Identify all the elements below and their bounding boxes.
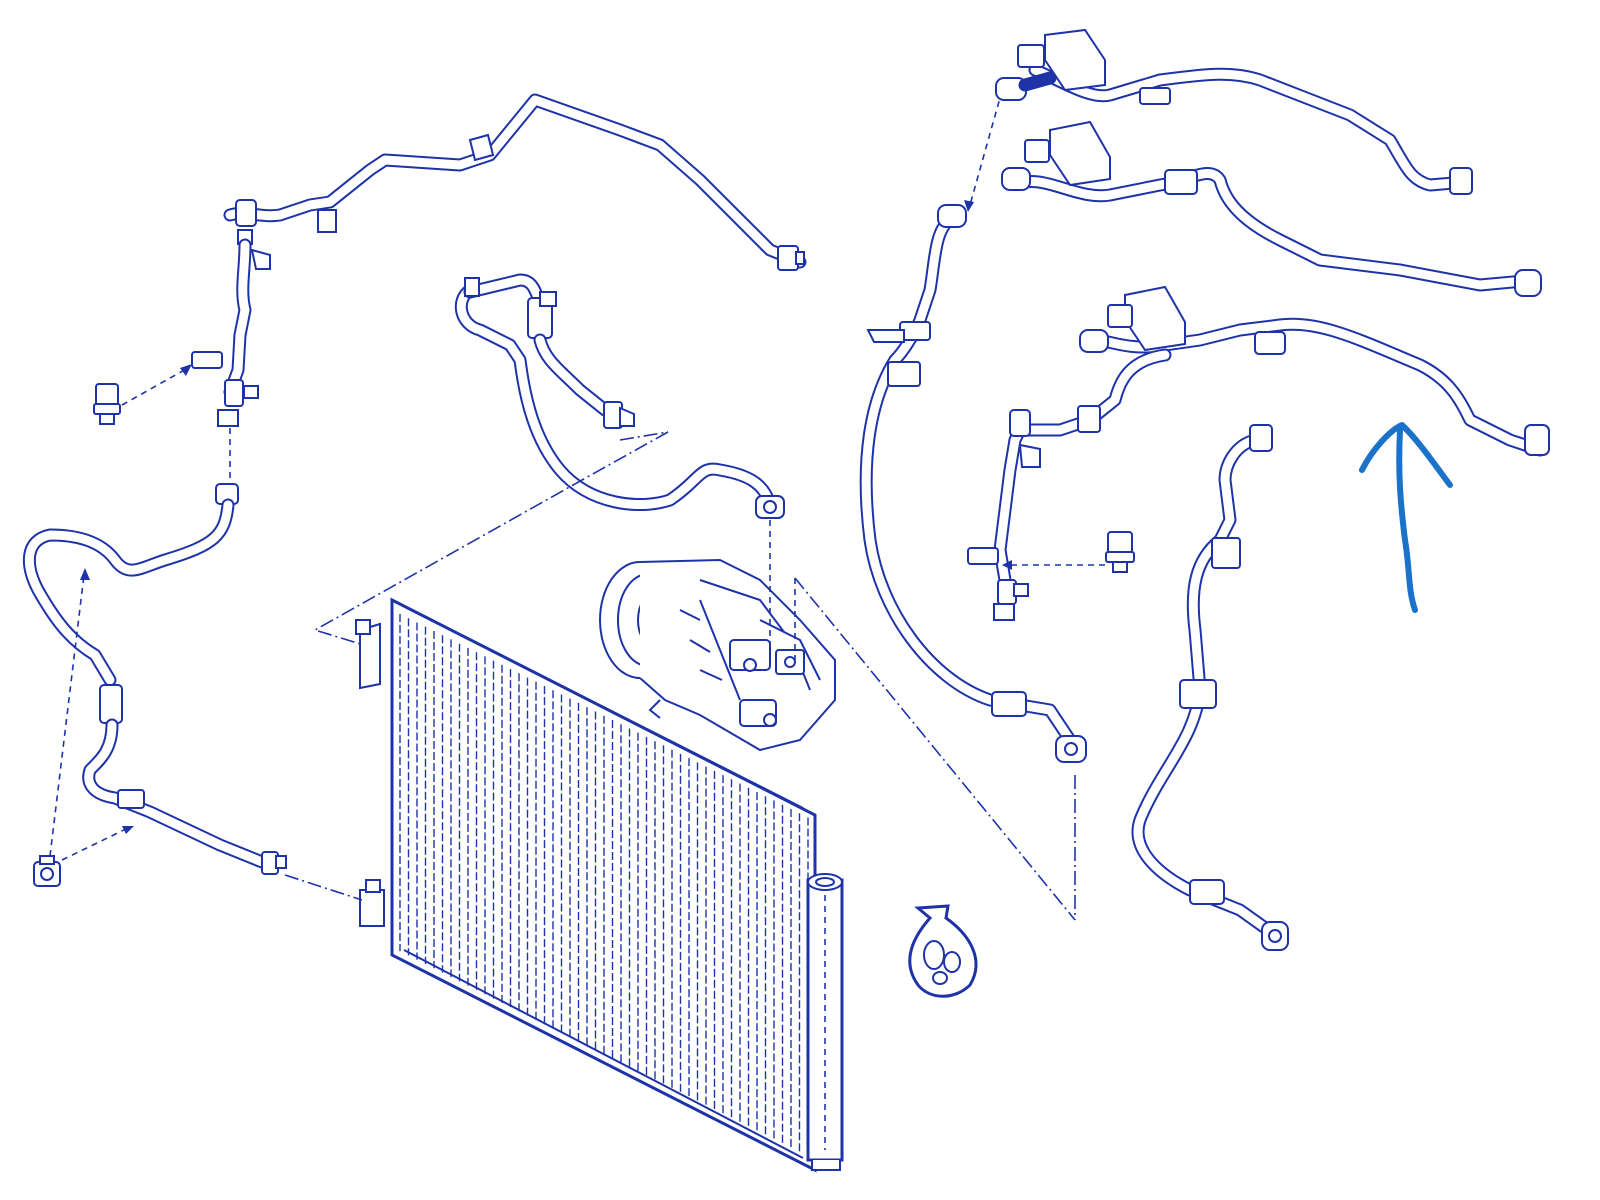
fitting-bottom-pipe-end bbox=[261, 851, 287, 875]
ac-condenser bbox=[355, 597, 817, 1173]
pressure-sensor-right bbox=[1105, 531, 1135, 573]
fitting-lower-hose-end bbox=[1261, 921, 1289, 951]
annotation-arrow[interactable] bbox=[1359, 422, 1453, 613]
oil-bottle bbox=[908, 904, 978, 998]
fitting-long-hose-end bbox=[1055, 735, 1087, 763]
pressure-switch-bottom bbox=[33, 855, 61, 887]
left-ac-pipe-assembly bbox=[22, 93, 807, 875]
ac-compressor bbox=[599, 558, 836, 752]
right-middle-pipe-assembly bbox=[1001, 120, 1542, 297]
right-lower-pipe-assembly bbox=[967, 285, 1550, 621]
pressure-sensor-left bbox=[93, 383, 121, 425]
condenser-bracket-top bbox=[355, 619, 381, 690]
fitting-top-pipe-end bbox=[777, 245, 805, 271]
fitting-top-left bbox=[235, 199, 257, 245]
pressure-switch-housing-left bbox=[191, 351, 259, 427]
leader-sensor-left bbox=[121, 367, 189, 406]
right-lower-hose bbox=[1131, 424, 1289, 951]
center-suction-hose bbox=[454, 273, 785, 519]
right-long-hose bbox=[859, 204, 1087, 763]
right-upper-pipe-assembly bbox=[995, 28, 1473, 195]
condenser-bracket-bottom bbox=[359, 879, 385, 927]
fitting-suction-end bbox=[755, 495, 785, 519]
